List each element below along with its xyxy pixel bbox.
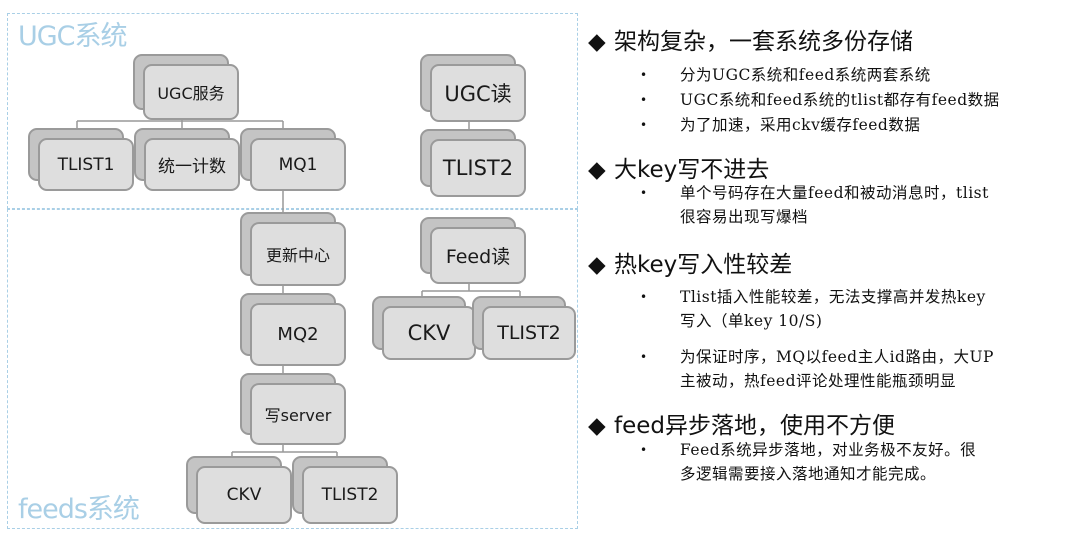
unified-count-label: 统一计数 <box>144 138 240 191</box>
ckv-bottom-label: CKV <box>196 466 292 524</box>
section-title-3: ◆ 热key写入性较差 <box>588 245 792 279</box>
section-title-4: ◆ feed异步落地，使用不方便 <box>588 406 895 440</box>
bullet-icon: • <box>640 186 648 200</box>
list-item-text: Tlist插入性能较差，无法支撑高并发热key <box>680 288 986 306</box>
diamond-icon: ◆ <box>588 29 606 55</box>
mq2-label: MQ2 <box>250 303 346 366</box>
section-title-text: 热key写入性较差 <box>614 252 793 278</box>
diamond-icon: ◆ <box>588 413 606 439</box>
diamond-icon: ◆ <box>588 252 606 278</box>
update-center-label: 更新中心 <box>250 222 346 286</box>
list-item-text: 很容易出现写爆档 <box>680 208 809 226</box>
mq2-node: MQ2 <box>240 293 346 366</box>
tlist2-right-label: TLIST2 <box>482 306 576 360</box>
ugc-read-node: UGC读 <box>420 54 526 122</box>
list-item-text: 多逻辑需要接入落地通知才能完成。 <box>680 465 937 483</box>
ugc-service-label: UGC服务 <box>143 64 239 120</box>
tlist2-bottom-label: TLIST2 <box>302 466 398 524</box>
update-center-node: 更新中心 <box>240 212 346 286</box>
tlist1-node: TLIST1 <box>28 128 134 191</box>
tlist2-top-node: TLIST2 <box>420 129 526 197</box>
bullet-icon: • <box>640 118 648 132</box>
diamond-icon: ◆ <box>588 157 606 183</box>
section-title-text: 架构复杂，一套系统多份存储 <box>614 29 913 55</box>
section-title-text: feed异步落地，使用不方便 <box>614 413 895 439</box>
section-title-text: 大key写不进去 <box>614 157 770 183</box>
section-title-1: ◆ 架构复杂，一套系统多份存储 <box>588 22 913 56</box>
bullet-icon: • <box>640 443 648 457</box>
list-item-text: 为保证时序，MQ以feed主人id路由，大UP <box>680 348 994 366</box>
list-item-text: 写入（单key 10/S) <box>680 312 823 330</box>
feed-read-node: Feed读 <box>420 217 526 284</box>
list-item-text: UGC系统和feed系统的tlist都存有feed数据 <box>680 91 1000 109</box>
ckv-bottom-node: CKV <box>186 456 292 524</box>
ugc-system-region <box>7 13 578 209</box>
unified-count-node: 统一计数 <box>134 128 240 191</box>
bullet-icon: • <box>640 68 648 82</box>
ckv-right-label: CKV <box>382 306 476 360</box>
write-server-node: 写server <box>240 373 346 445</box>
list-item-text: 分为UGC系统和feed系统两套系统 <box>680 66 931 84</box>
feeds-system-region <box>7 209 578 529</box>
ugc-read-label: UGC读 <box>430 64 526 122</box>
list-item-text: 为了加速，采用ckv缓存feed数据 <box>680 116 921 134</box>
bullet-icon: • <box>640 290 648 304</box>
tlist2-bottom-node: TLIST2 <box>292 456 398 524</box>
tlist2-right-node: TLIST2 <box>472 296 576 360</box>
tlist2-top-label: TLIST2 <box>430 139 526 197</box>
feed-read-label: Feed读 <box>430 227 526 284</box>
section-title-2: ◆ 大key写不进去 <box>588 150 769 184</box>
ugc-system-label: UGC系统 <box>18 21 128 52</box>
list-item-text: 单个号码存在大量feed和被动消息时，tlist <box>680 184 989 202</box>
list-item-text: Feed系统异步落地，对业务极不友好。很 <box>680 441 977 459</box>
tlist1-label: TLIST1 <box>38 138 134 191</box>
bullet-icon: • <box>640 93 648 107</box>
write-server-label: 写server <box>250 383 346 445</box>
list-item-text: 主被动，热feed评论处理性能瓶颈明显 <box>680 372 957 390</box>
ckv-right-node: CKV <box>372 296 476 360</box>
feeds-system-label: feeds系统 <box>18 494 140 525</box>
ugc-service-node: UGC服务 <box>133 54 239 120</box>
mq1-label: MQ1 <box>250 138 346 191</box>
mq1-node: MQ1 <box>240 128 346 191</box>
bullet-icon: • <box>640 350 648 364</box>
